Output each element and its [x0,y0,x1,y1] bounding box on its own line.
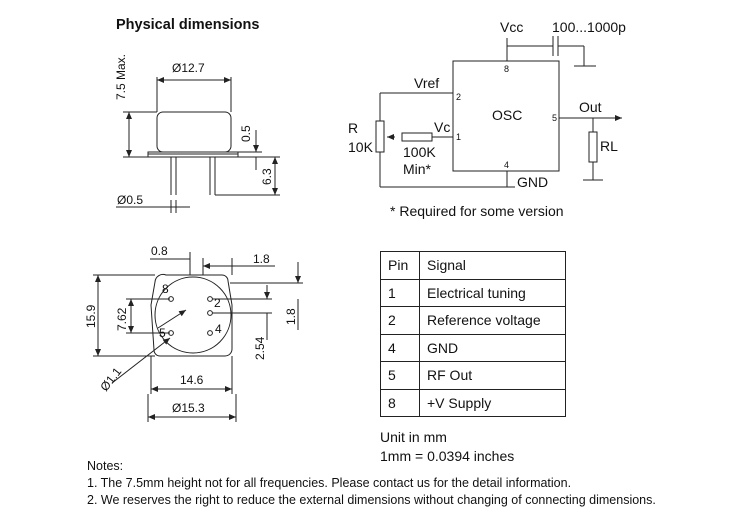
pin-cell: 1 [380,278,420,307]
signal-cell: RF Out [419,361,566,390]
pin-cell: 2 [380,306,420,335]
pin-table: Pin Signal 1 Electrical tuning 2 Referen… [380,251,566,417]
gnd-label: GND [517,174,548,190]
dim-14.6: 14.6 [180,373,204,387]
pin-label-4: 4 [215,322,222,336]
dim-1.8-top: 1.8 [253,252,270,266]
dim-15.3: Ø15.3 [172,401,205,415]
load-resistor [588,131,598,163]
units-line-2: 1mm = 0.0394 inches [380,448,515,464]
table-row: 5 RF Out [380,361,566,390]
table-row: 2 Reference voltage [380,306,566,335]
top-view [93,252,303,422]
r-value-label: 10K [348,139,374,155]
page-title: Physical dimensions [116,17,260,33]
required-note: * Required for some version [390,203,564,219]
table-row: 8 +V Supply [380,388,566,417]
side-view [116,77,280,213]
table-row: 4 GND [380,333,566,362]
capacitor-label: 100...1000p [552,19,626,35]
units-block: Unit in mm 1mm = 0.0394 inches [380,428,514,466]
pin-cell: 4 [380,333,420,362]
pin-number-1: 1 [456,132,461,142]
resistor-100k [401,132,433,142]
signal-cell: +V Supply [419,388,566,417]
top-view-flange-outline [150,273,233,357]
vcc-label: Vcc [500,19,523,35]
dim-pin-diameter: Ø1.1 [97,364,124,393]
notes-block: Notes: 1. The 7.5mm height not for all f… [87,458,656,509]
r-label: R [348,120,358,136]
pin-column-header: Pin [380,251,420,280]
signal-cell: Electrical tuning [419,278,566,307]
lead-diameter-label: Ø0.5 [117,193,143,207]
pin-label-5: 5 [159,326,166,340]
top-view-can-circle [154,276,232,354]
rl-label: RL [600,138,618,154]
pin-number-4: 4 [504,160,509,170]
dim-15.9: 15.9 [84,304,98,328]
lead-length-label: 6.3 [260,168,274,185]
table-header-row: Pin Signal [380,251,566,280]
note-item-1: 1. The 7.5mm height not for all frequenc… [87,476,572,490]
notes-heading: Notes: [87,459,124,473]
dim-2.54: 2.54 [253,336,267,360]
vc-label: Vc [434,119,450,135]
pin-2-dot [207,296,213,302]
dim-7.62: 7.62 [115,307,129,331]
signal-column-header: Signal [419,251,566,280]
diameter-label: Ø12.7 [172,61,205,75]
pin-1-dot [207,310,213,316]
pin-4-dot [207,330,213,336]
pin-cell: 5 [380,361,420,390]
r100k-label: 100K [403,144,436,160]
side-view-can-body [156,111,232,153]
potentiometer-r [375,120,385,153]
signal-cell: GND [419,333,566,362]
osc-block [452,60,560,172]
vref-label: Vref [414,75,439,91]
flange-label: 0.5 [239,125,253,142]
units-line-1: Unit in mm [380,429,447,445]
note-item-2: 2. We reserves the right to reduce the e… [87,493,656,507]
pin-label-8: 8 [162,282,169,296]
pin-number-8: 8 [504,64,509,74]
min-label: Min* [403,161,432,177]
pin-number-5: 5 [552,113,557,123]
height-label: 7.5 Max. [114,54,128,100]
oscillator-circuit [375,36,622,188]
pin-number-2: 2 [456,92,461,102]
table-row: 1 Electrical tuning [380,278,566,307]
dim-1.8-right: 1.8 [284,308,298,325]
pin-cell: 8 [380,388,420,417]
pin-label-2: 2 [214,296,221,310]
signal-cell: Reference voltage [419,306,566,335]
osc-label: OSC [492,107,522,123]
out-label: Out [579,99,602,115]
dim-0.8: 0.8 [151,244,168,258]
